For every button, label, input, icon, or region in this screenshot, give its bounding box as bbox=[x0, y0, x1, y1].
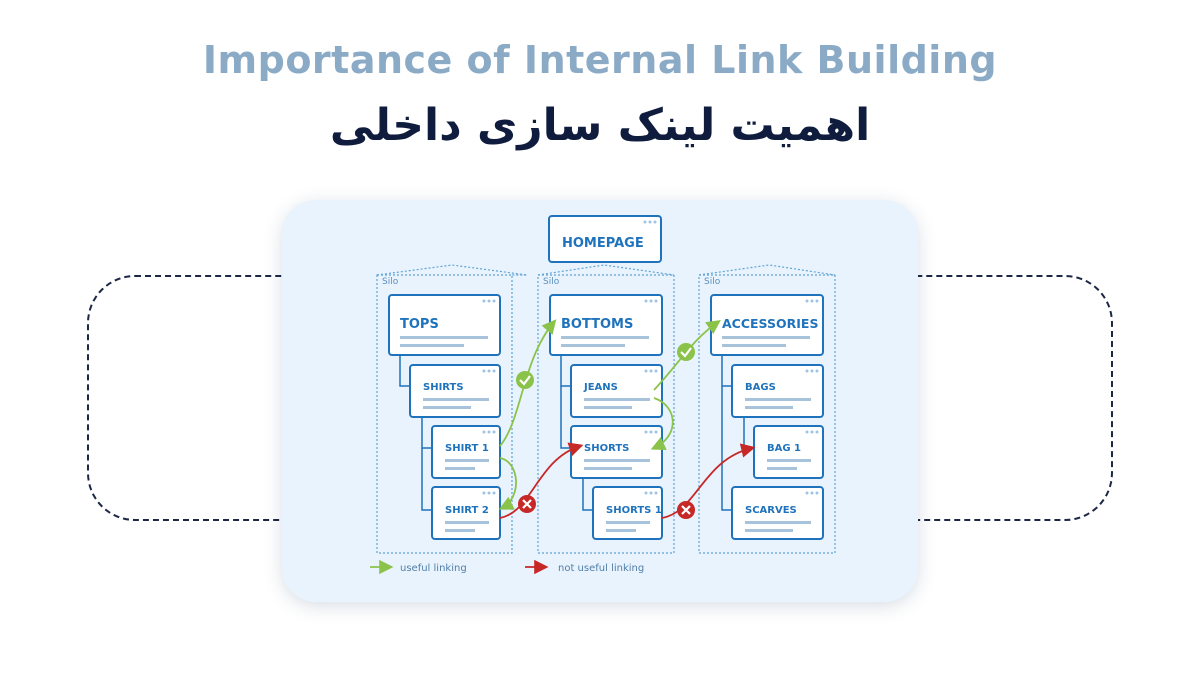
link-shirt2-to-shorts bbox=[499, 442, 584, 519]
page-label-shirts: SHIRTS bbox=[423, 382, 464, 393]
silo-outline-bottoms: Silo bbox=[537, 264, 675, 554]
homepage-box: HOMEPAGE bbox=[548, 215, 662, 263]
title-persian: اهمیت لینک سازی داخلی bbox=[329, 100, 871, 151]
homepage-label: HOMEPAGE bbox=[562, 236, 644, 251]
check-icon bbox=[677, 343, 695, 361]
page-box-bag-1: BAG 1 bbox=[753, 425, 824, 479]
page-box-shirt-2: SHIRT 2 bbox=[431, 486, 501, 540]
diagram-card: Silo Silo Silo HOMEPAGE TOPS bbox=[282, 200, 918, 602]
page-box-scarves: SCARVES bbox=[731, 486, 824, 540]
page-box-jeans: JEANS bbox=[570, 364, 663, 418]
page-box-bags: BAGS bbox=[731, 364, 824, 418]
page-label-jeans: JEANS bbox=[583, 382, 618, 393]
silo-outline-accessories: Silo bbox=[698, 264, 836, 554]
legend: useful linking not useful linking bbox=[370, 559, 644, 575]
category-box-bottoms: BOTTOMS bbox=[549, 294, 663, 356]
x-icon bbox=[518, 495, 536, 513]
category-label-bottoms: BOTTOMS bbox=[561, 317, 633, 332]
link-shorts1-to-bag1 bbox=[661, 443, 756, 519]
legend-not-useful-label: not useful linking bbox=[558, 563, 644, 574]
category-label-accessories: ACCESSORIES bbox=[722, 316, 818, 331]
page-box-shirt-1: SHIRT 1 bbox=[431, 425, 501, 479]
silo-outline-tops: Silo bbox=[376, 264, 528, 554]
silo-label-accessories: Silo bbox=[704, 277, 721, 287]
link-shirt1-shirt2 bbox=[498, 457, 517, 510]
page-label-bags: BAGS bbox=[745, 382, 776, 393]
page-label-shirt-1: SHIRT 1 bbox=[445, 443, 489, 454]
page-label-shorts-1: SHORTS 1 bbox=[606, 505, 662, 516]
silo-diagram: Silo Silo Silo HOMEPAGE TOPS bbox=[370, 215, 836, 575]
page-box-shorts: SHORTS bbox=[570, 425, 663, 479]
page-label-shorts: SHORTS bbox=[584, 443, 629, 454]
page-box-shirts: SHIRTS bbox=[409, 364, 501, 418]
x-icon bbox=[677, 501, 695, 519]
category-box-tops: TOPS bbox=[388, 294, 501, 356]
not-useful-links bbox=[499, 442, 756, 519]
link-jeans-shorts bbox=[650, 397, 674, 450]
silo-label-bottoms: Silo bbox=[543, 277, 560, 287]
legend-useful-label: useful linking bbox=[400, 563, 467, 574]
category-label-tops: TOPS bbox=[400, 317, 439, 332]
check-icon bbox=[516, 371, 534, 389]
page-label-shirt-2: SHIRT 2 bbox=[445, 505, 489, 516]
title-english: Importance of Internal Link Building bbox=[202, 38, 998, 82]
silo-label-tops: Silo bbox=[382, 277, 399, 287]
page-box-shorts-1: SHORTS 1 bbox=[592, 486, 663, 540]
category-box-accessories: ACCESSORIES bbox=[710, 294, 824, 356]
page-label-scarves: SCARVES bbox=[745, 505, 797, 516]
page-label-bag-1: BAG 1 bbox=[767, 443, 801, 454]
